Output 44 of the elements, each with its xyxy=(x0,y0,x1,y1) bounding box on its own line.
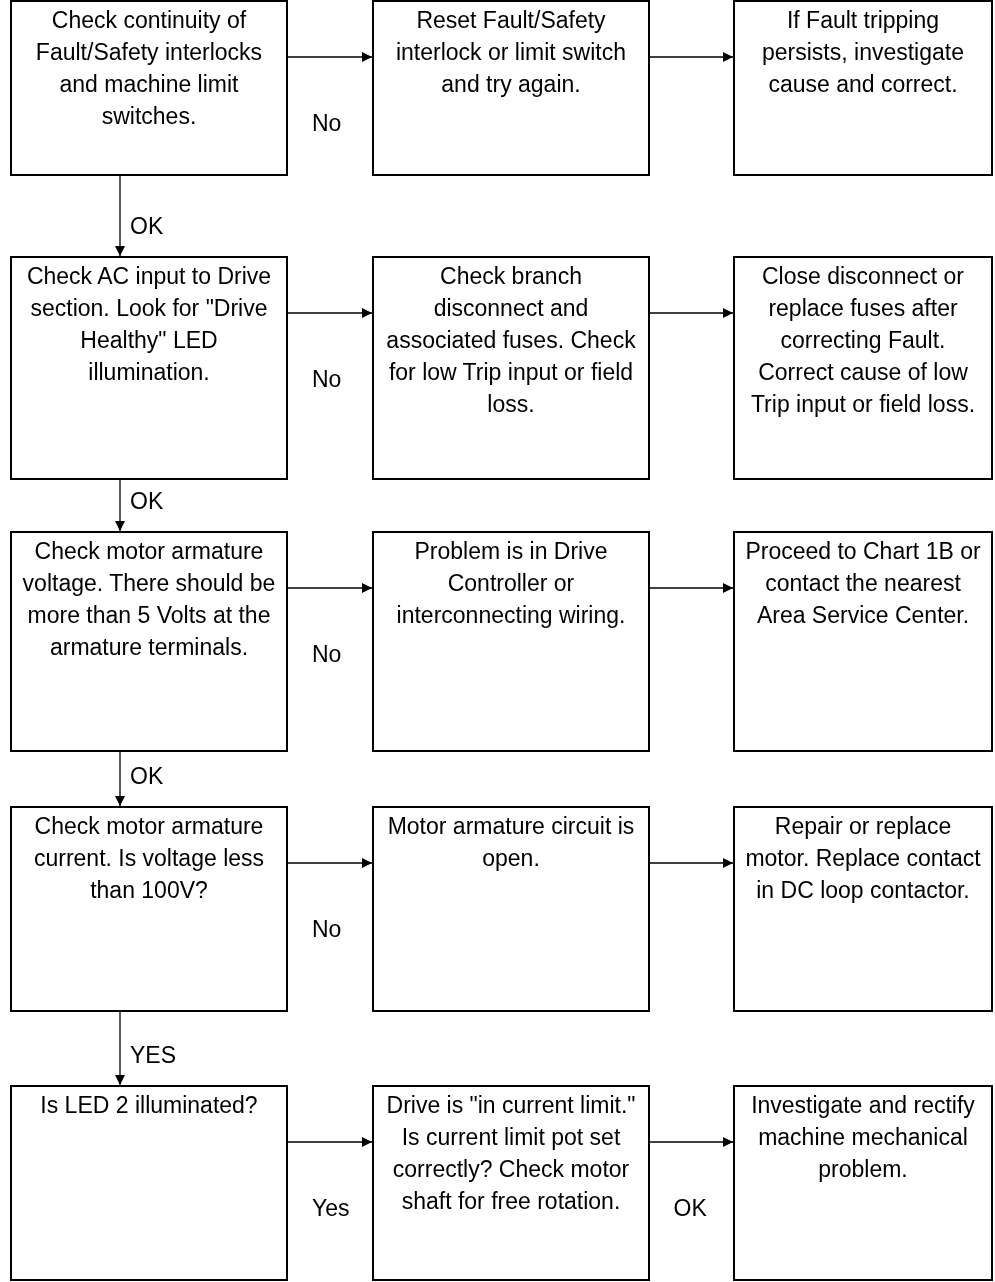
process-box xyxy=(10,0,288,176)
arrow xyxy=(115,479,125,532)
process-box xyxy=(733,256,993,480)
arrow xyxy=(115,1011,125,1086)
box-text: Close disconnect or replace fuses after correcting Fault. Correct cause of low Trip input or field loss. xyxy=(749,262,977,419)
box-text: Motor armature circuit is open. xyxy=(386,812,636,873)
arrow xyxy=(649,1137,734,1147)
box-text: Investigate and rectify machine mechanical problem. xyxy=(750,1091,976,1184)
box-text: Is LED 2 illuminated? xyxy=(40,1091,258,1120)
arrow xyxy=(287,1137,373,1147)
arrow xyxy=(115,175,125,257)
process-box xyxy=(10,1085,288,1281)
process-box xyxy=(10,806,288,1012)
process-box xyxy=(733,806,993,1012)
box-text: Check continuity of Fault/Safety interlocks and machine limit switches. xyxy=(34,6,264,131)
box-text: Check motor armature voltage. There should be more than 5 Volts at the armature terminals. xyxy=(21,537,277,662)
arrow xyxy=(649,52,734,62)
process-box xyxy=(733,531,993,752)
box-text: Reset Fault/Safety interlock or limit switch and try again. xyxy=(394,6,627,99)
box-text: Check motor armature current. Is voltage less than 100V? xyxy=(32,812,266,905)
box-text: Repair or replace motor. Replace contact in DC loop contactor. xyxy=(744,812,982,905)
process-box xyxy=(733,0,993,176)
process-box xyxy=(372,0,650,176)
process-box xyxy=(372,256,650,480)
arrow xyxy=(287,583,373,593)
arrow xyxy=(287,308,373,318)
process-box xyxy=(372,1085,650,1281)
box-text: Problem is in Drive Controller or interconnecting wiring. xyxy=(395,537,627,630)
box-text: Proceed to Chart 1B or contact the nearest Area Service Center. xyxy=(744,537,982,630)
process-box xyxy=(372,806,650,1012)
arrow xyxy=(115,751,125,807)
process-box xyxy=(10,531,288,752)
arrow xyxy=(287,858,373,868)
process-box xyxy=(372,531,650,752)
arrow xyxy=(287,52,373,62)
box-text: If Fault tripping persists, investigate cause and correct. xyxy=(761,6,965,99)
process-box xyxy=(733,1085,993,1281)
box-text: Drive is "in current limit." Is current limit pot set correctly? Check motor shaft for free rotation. xyxy=(385,1091,637,1216)
arrow xyxy=(649,583,734,593)
box-text: Check branch disconnect and associated fuses. Check for low Trip input or field loss. xyxy=(385,262,637,419)
arrow xyxy=(649,858,734,868)
box-text: Check AC input to Drive section. Look for "Drive Healthy" LED illumination. xyxy=(25,262,273,387)
arrow xyxy=(649,308,734,318)
process-box xyxy=(10,256,288,480)
